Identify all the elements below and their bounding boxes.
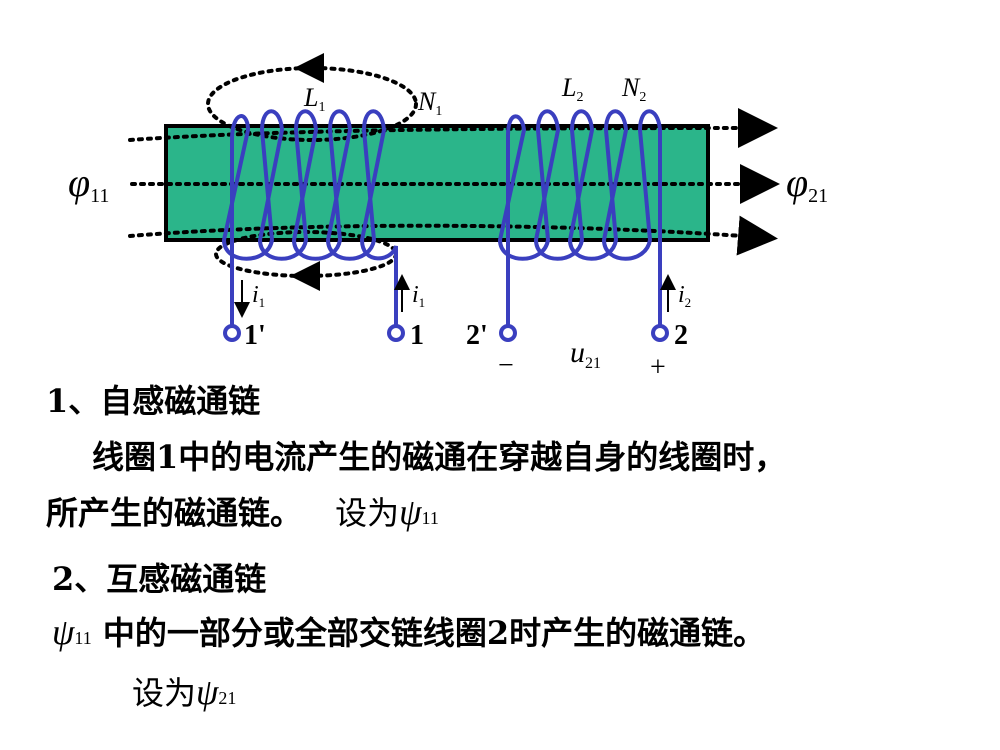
terminal-1-prime [223, 324, 241, 342]
heading-mutual-flux-linkage: 2、互感磁通链 [52, 560, 267, 598]
flux-symbol-phi11: φ11 [68, 160, 109, 207]
label-N2: N2 [621, 73, 646, 105]
terminal-labels: 1' 1 2' 2 [244, 320, 688, 351]
voltage-label-u21: u21 [570, 336, 601, 372]
coupled-coils-diagram: φ11 φ21 L1 N1 L2 N2 i1 i1 i2 1' 1 2' 2 −… [68, 53, 828, 383]
psi11-symbol-inline: ψ11 [52, 612, 92, 652]
psi21-symbol: ψ21 [196, 672, 237, 712]
coil-2 [497, 109, 662, 325]
polarity-minus: − [498, 350, 514, 381]
label-L2: L2 [561, 73, 583, 105]
flux-lines [128, 108, 780, 256]
current-arrows [234, 274, 676, 318]
terminal-2 [651, 324, 669, 342]
label-L1: L1 [303, 83, 325, 115]
flux-line-bottom [128, 215, 778, 256]
terminal-2-prime [499, 324, 517, 342]
terminal-label-2: 2 [674, 320, 688, 351]
label-current-i1-right: i1 [412, 282, 425, 310]
terminal-label-2-prime: 2' [466, 320, 488, 351]
flux-line-top [128, 108, 778, 149]
terminal-1 [387, 324, 405, 342]
label-current-i2: i2 [678, 282, 691, 310]
polarity-plus: + [650, 352, 666, 383]
coil-1 [221, 109, 398, 325]
terminal-label-1: 1 [410, 320, 424, 351]
paragraph-1-line-1: 线圈1中的电流产生的磁通在穿越自身的线圈时， [92, 438, 787, 476]
paragraph-1-line-2-text: 所产生的磁通链。 [46, 494, 303, 532]
label-N1: N1 [417, 87, 442, 119]
psi11-symbol: ψ11 [399, 492, 439, 532]
paragraph-2: ψ11 中的一部分或全部交链线圈2时产生的磁通链。 [52, 608, 765, 654]
flux-symbol-phi21: φ21 [786, 160, 828, 207]
heading-self-flux-linkage: 1、自感磁通链 [46, 382, 261, 420]
set-as-label-1: 设为 [335, 494, 400, 532]
set-as-label-2: 设为 [132, 674, 197, 712]
paragraph-1-line-2: 所产生的磁通链。 设为ψ11 [46, 488, 439, 534]
set-as-line-2: 设为ψ21 [132, 668, 236, 714]
paragraph-2-text: 中的一部分或全部交链线圈2时产生的磁通链。 [102, 614, 766, 652]
terminals [223, 324, 669, 342]
label-current-i1-left: i1 [252, 282, 265, 310]
terminal-label-1-prime: 1' [244, 320, 266, 351]
